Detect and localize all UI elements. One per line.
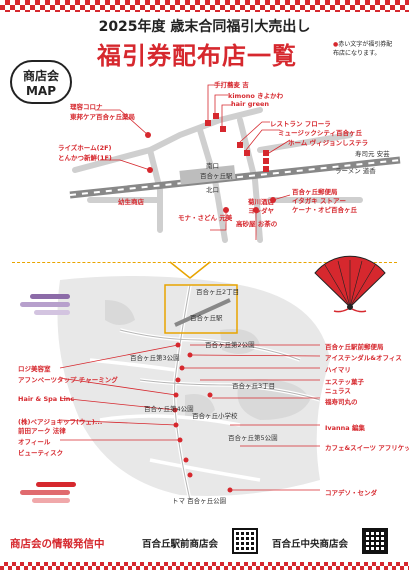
place-label: 寿司元 安芸 bbox=[355, 150, 390, 158]
shop-label: 東邦ケア百合ヶ丘薬局 bbox=[70, 113, 135, 121]
map-badge: 商店会 MAP bbox=[10, 60, 72, 104]
shop-label: ニュラス bbox=[325, 387, 351, 395]
footer-bar: 商店会の情報発信中 百合丘駅前商店会 百合丘中央商店会 bbox=[0, 522, 409, 562]
place-label: 南口 bbox=[206, 162, 219, 170]
qr-code-icon[interactable] bbox=[232, 528, 258, 554]
legend-note: ●赤い文字が福引券配布店になります。 bbox=[333, 40, 393, 58]
place-label: 北口 bbox=[206, 186, 219, 194]
folding-fan-icon bbox=[314, 255, 386, 313]
shop-label: 手打蕎麦 吉 bbox=[214, 81, 249, 89]
shop-label: カフェ&スイーツ アフリケット bbox=[325, 444, 409, 452]
place-label: 百合ヶ丘駅 bbox=[190, 314, 223, 322]
shop-label: モナ・さどん 元美 bbox=[178, 214, 233, 222]
place-label: 百合ヶ丘2丁目 bbox=[196, 288, 240, 296]
place-label: トマ 百合ヶ丘公園 bbox=[172, 497, 227, 505]
shop-label: Ivanna 編集 bbox=[325, 424, 365, 432]
cloud-decoration-icon bbox=[20, 482, 76, 503]
place-label: 百合ヶ丘第2公園 bbox=[205, 341, 255, 349]
shop-label: hair green bbox=[231, 100, 270, 108]
shop-label: 福寿司丸の bbox=[325, 398, 358, 406]
qr-code-icon[interactable] bbox=[362, 528, 388, 554]
shop-label: 幼生商店 bbox=[118, 198, 144, 206]
info-heading: 商店会の情報発信中 bbox=[10, 538, 105, 550]
shop-label: ハイマリ bbox=[325, 366, 351, 374]
neighborhood-map bbox=[57, 276, 330, 501]
station-building bbox=[179, 165, 236, 185]
station-zoom-box bbox=[164, 284, 238, 334]
legend-note-text: 赤い文字が福引券配布店になります。 bbox=[333, 41, 393, 57]
shop-label: レストラン フローラ bbox=[270, 120, 331, 128]
shop-label: とんかつ新鮮(1F) bbox=[58, 154, 112, 162]
shop-label: Hair & Spa Linc bbox=[18, 395, 75, 403]
place-label: 百合ヶ丘3丁目 bbox=[232, 382, 276, 390]
shop-label: ライズホーム(2F) bbox=[58, 144, 112, 152]
event-subtitle: 2025年度 歳末合同福引大売出し bbox=[98, 19, 311, 35]
shop-label: ミュージックシティ百合ヶ丘 bbox=[278, 129, 362, 137]
place-label: 百合ヶ丘第3公園 bbox=[130, 354, 180, 362]
place-label: 百合ヶ丘第4公園 bbox=[144, 405, 194, 413]
shop-label: イタガキ ストアー bbox=[292, 197, 347, 205]
shop-label: ビューティスク bbox=[18, 449, 64, 457]
shop-label: 理容コロナ bbox=[70, 103, 103, 111]
shop-label: ロジ美容室 bbox=[18, 365, 51, 373]
shop-label: kimono きよかわ bbox=[228, 92, 284, 100]
station-map-labels: 手打蕎麦 吉 kimono きよかわ hair green レストラン フローラ… bbox=[58, 81, 390, 228]
shop-label: 菊川酒店 bbox=[248, 198, 274, 206]
shop-label: ヨシダヤ bbox=[248, 207, 274, 215]
shop-label: (株)ペアジョキッフ(ウェ)... bbox=[18, 418, 103, 426]
shop-label: エステッ菓子 bbox=[325, 378, 364, 386]
neighborhood-map-labels: 百合ヶ丘駅前郵便局 アイステンダル&オフィス ハイマリ エステッ菓子 ニュラス … bbox=[18, 288, 409, 505]
top-checker-border bbox=[0, 0, 409, 12]
place-label: ラーメン 道香 bbox=[335, 167, 376, 175]
shop-label: オフィール bbox=[18, 438, 51, 446]
place-label: 百合ヶ丘駅 bbox=[200, 172, 233, 180]
place-label: 百合ヶ丘第5公園 bbox=[228, 434, 278, 442]
bottom-checker-border bbox=[0, 562, 409, 570]
zoom-indicator bbox=[169, 261, 211, 279]
cloud-decoration-icon bbox=[20, 294, 70, 315]
shop-label: 高砂屋 お茶の bbox=[236, 220, 278, 228]
shop-label: コアデソ・センダ bbox=[325, 489, 377, 497]
badge-line2: MAP bbox=[25, 84, 57, 98]
shop-label: 百合ヶ丘郵便局 bbox=[292, 188, 338, 196]
place-label: 百合ヶ丘小学校 bbox=[192, 412, 238, 420]
section-divider bbox=[12, 262, 397, 263]
shop-label: ケーナ・オピ百合ヶ丘 bbox=[292, 206, 357, 214]
shop-label: アフンペーツタップ チャーミング bbox=[18, 376, 118, 384]
badge-line1: 商店会 bbox=[22, 69, 59, 83]
shop-label: ホーム ヴィジョンしステラ bbox=[288, 139, 369, 147]
page-title: 福引券配布店一覧 bbox=[97, 42, 297, 70]
shop-label: アイステンダル&オフィス bbox=[325, 354, 402, 362]
shop-label: 前田アーク 法律 bbox=[18, 427, 66, 435]
red-dot-icon: ● bbox=[333, 41, 339, 48]
association-name-2: 百合丘中央商店会 bbox=[272, 539, 349, 550]
association-name-1: 百合丘駅前商店会 bbox=[142, 539, 219, 550]
shop-label: 百合ヶ丘駅前郵便局 bbox=[325, 343, 384, 351]
